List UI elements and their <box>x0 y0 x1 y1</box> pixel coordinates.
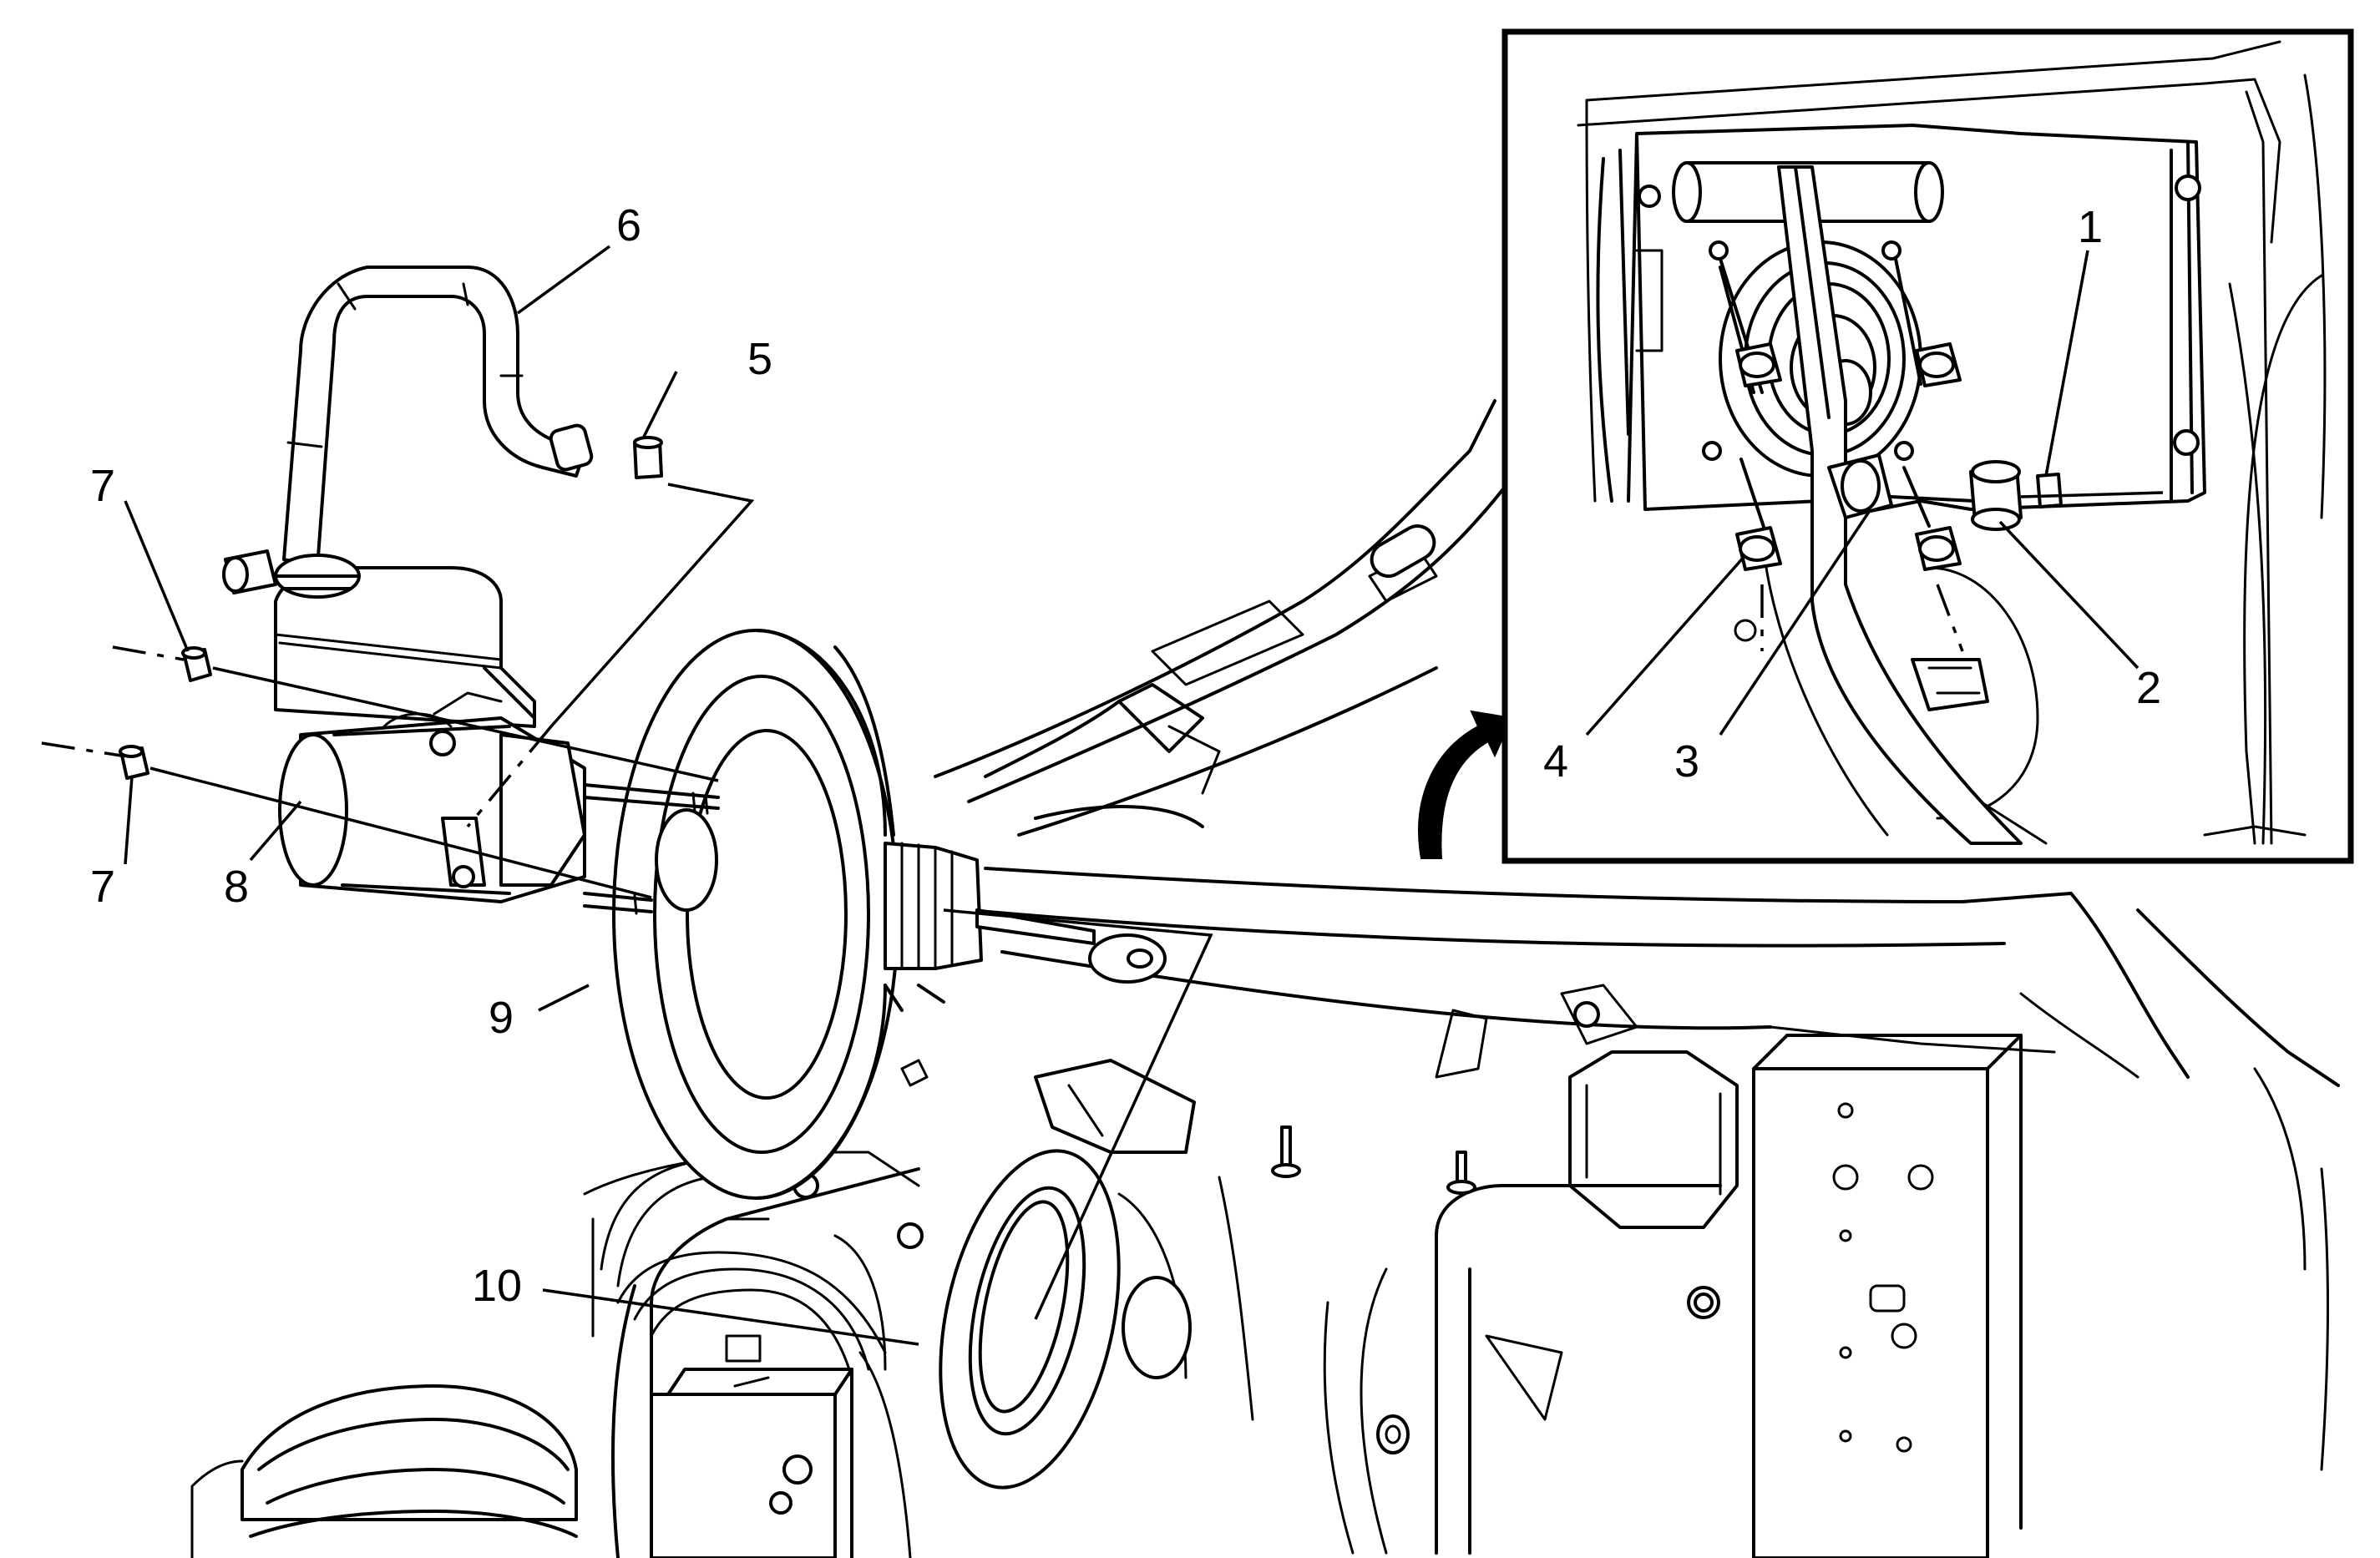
vehicle-body-structure <box>190 399 2340 1558</box>
callout-10: 10 <box>472 1261 522 1311</box>
callout-8: 8 <box>224 862 249 912</box>
callout-inset-4: 4 <box>1543 736 1568 787</box>
reservoir-hose <box>282 266 594 569</box>
callout-leaders <box>124 245 919 1346</box>
callout-9: 9 <box>489 993 514 1043</box>
callout-5: 5 <box>747 334 772 384</box>
booster-gasket <box>939 1149 1121 1490</box>
callout-7-upper: 7 <box>90 461 115 511</box>
detail-inset <box>1501 28 2354 864</box>
master-cylinder <box>278 691 586 903</box>
callout-inset-2: 2 <box>2136 663 2161 713</box>
callout-7-lower: 7 <box>90 862 115 912</box>
callout-labels: 6 5 7 7 8 9 10 1 2 3 4 <box>90 200 2161 1311</box>
curved-arrow-icon <box>1418 710 1513 859</box>
callout-inset-1: 1 <box>2078 202 2103 252</box>
callout-inset-3: 3 <box>1674 736 1699 787</box>
mounting-nuts <box>119 646 212 780</box>
callout-6: 6 <box>616 200 641 250</box>
fluid-reservoir <box>222 549 536 728</box>
assembly-lines <box>41 483 1213 1320</box>
hose-clamp <box>633 436 663 479</box>
